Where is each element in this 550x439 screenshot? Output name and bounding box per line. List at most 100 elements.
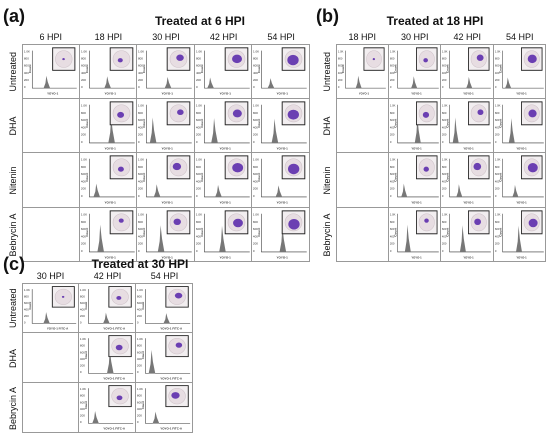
- y-tick-label: 1.0K: [80, 288, 86, 292]
- panel-c-title: Treated at 30 HPI: [91, 257, 189, 271]
- y-tick-label: 400: [81, 234, 86, 238]
- y-tick-label: 200: [196, 78, 201, 82]
- y-tick-label: 1.0K: [137, 288, 143, 292]
- y-tick-label: 600: [442, 118, 447, 122]
- y-axis-label: Count: [85, 173, 89, 182]
- y-tick-label: 600: [138, 118, 143, 122]
- row-header: DHA: [322, 116, 332, 136]
- y-tick-label: 600: [137, 400, 142, 404]
- column-header: 6 HPI: [39, 32, 63, 42]
- y-tick-label: 200: [442, 78, 447, 82]
- y-tick-label: 1.0K: [81, 212, 87, 216]
- histogram-axes: [145, 388, 191, 424]
- y-tick-label: 400: [196, 234, 201, 238]
- y-tick-label: 0: [442, 194, 444, 198]
- y-tick-label: 1.0K: [253, 212, 259, 216]
- row-header: Untreated: [8, 51, 18, 92]
- y-tick-label: 800: [442, 165, 447, 169]
- y-tick-label: 200: [137, 414, 142, 418]
- histogram-axes: [146, 213, 192, 252]
- y-tick-label: 400: [137, 407, 142, 411]
- histogram-axes: [396, 104, 439, 143]
- y-tick-label: 1.0K: [389, 157, 395, 161]
- y-tick-label: 800: [389, 56, 394, 60]
- y-tick-label: 400: [196, 125, 201, 129]
- y-axis-label: Count: [200, 173, 204, 182]
- x-axis-label: YOYO-1: [411, 255, 422, 259]
- y-tick-label: 1.0K: [442, 157, 448, 161]
- parasite-stain: [116, 296, 122, 300]
- y-tick-label: 1.0K: [389, 212, 395, 216]
- parasite-stain: [231, 54, 242, 64]
- x-axis-label: YOYO-1: [359, 92, 370, 96]
- x-axis-label: YOYO-1: [463, 92, 474, 96]
- histogram-axes: [345, 50, 386, 89]
- y-tick-label: 1.0K: [80, 387, 86, 391]
- y-tick-label: 800: [81, 165, 86, 169]
- y-tick-label: 1.0K: [196, 158, 202, 162]
- y-tick-label: 0: [138, 139, 140, 143]
- histogram-peak: [466, 76, 473, 89]
- parasite-stain: [174, 292, 183, 299]
- histogram-peak: [43, 75, 51, 89]
- parasite-stain: [422, 58, 428, 63]
- y-tick-label: 400: [81, 71, 86, 75]
- x-axis-label: YOYO-1: [104, 201, 116, 205]
- y-tick-label: 400: [494, 125, 499, 129]
- y-tick-label: 200: [253, 241, 258, 245]
- y-tick-label: 600: [81, 227, 86, 231]
- y-tick-label: 400: [138, 179, 143, 183]
- x-axis-label: YOYO-1: [411, 146, 422, 150]
- y-axis-label: Count: [257, 173, 261, 182]
- y-tick-label: 800: [24, 57, 29, 61]
- y-tick-label: 200: [389, 187, 394, 191]
- x-axis-label: YOYO-1: [104, 255, 116, 259]
- y-tick-label: 600: [138, 64, 143, 68]
- y-tick-label: 800: [253, 219, 258, 223]
- parasite-stain: [287, 54, 300, 66]
- y-axis-label: Count: [84, 401, 88, 409]
- parasite-stain: [117, 166, 124, 172]
- y-tick-label: 0: [137, 420, 139, 424]
- parasite-stain: [476, 54, 484, 61]
- column-header: 54 HPI: [267, 32, 295, 42]
- x-axis-label: YOYO-1: [516, 255, 527, 259]
- x-axis-label: YOYO-1 FITC-A: [160, 426, 182, 430]
- y-tick-label: 0: [494, 248, 496, 252]
- parasite-stain: [176, 54, 184, 61]
- y-tick-label: 400: [80, 308, 85, 312]
- x-axis-label: YOYO-1: [277, 92, 289, 96]
- y-axis-label: Count: [393, 227, 397, 236]
- y-tick-label: 800: [196, 57, 201, 61]
- y-tick-label: 0: [80, 420, 82, 424]
- parasite-stain: [422, 111, 429, 118]
- histogram-peak: [459, 224, 466, 252]
- histogram-peak: [207, 77, 214, 89]
- parasite-stain: [116, 111, 124, 118]
- y-tick-label: 600: [253, 64, 258, 68]
- y-tick-label: 0: [81, 248, 83, 252]
- y-tick-label: 800: [81, 110, 86, 114]
- y-tick-label: 400: [138, 125, 143, 129]
- y-tick-label: 0: [442, 248, 444, 252]
- y-tick-label: 600: [81, 118, 86, 122]
- y-tick-label: 200: [389, 241, 394, 245]
- x-axis-label: YOYO-1: [516, 146, 527, 150]
- histogram-peak: [214, 184, 222, 197]
- y-axis-label: Count: [445, 118, 449, 127]
- histogram-peak: [452, 116, 459, 143]
- histogram-peak: [504, 77, 511, 89]
- y-axis-label: Count: [498, 227, 502, 236]
